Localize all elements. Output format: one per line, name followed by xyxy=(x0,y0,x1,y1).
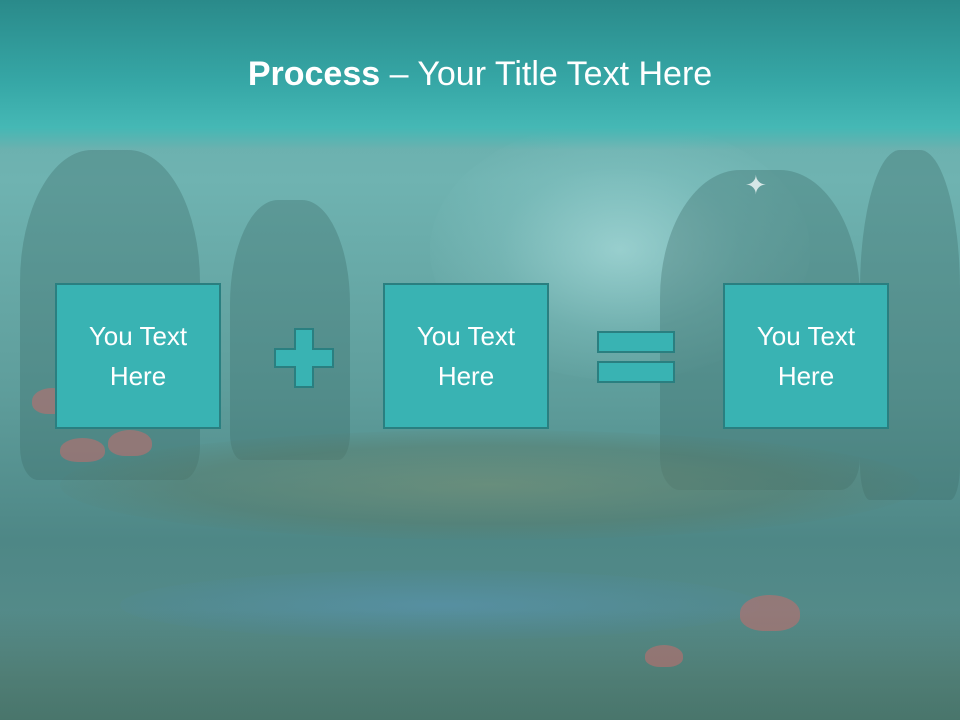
fallen-log xyxy=(60,430,920,540)
box-text-line1: You Text xyxy=(88,321,188,351)
equals-icon xyxy=(597,331,675,383)
process-box-2[interactable]: You Text Here xyxy=(383,283,549,429)
butterfly-icon: ✦ xyxy=(745,170,767,200)
mushroom xyxy=(645,645,683,667)
mushroom xyxy=(108,430,152,456)
box-text-line1: You Text xyxy=(756,321,856,351)
box-text-line2: Here xyxy=(437,361,495,391)
mushroom xyxy=(60,438,105,462)
slide-title: Process – Your Title Text Here xyxy=(0,52,960,96)
title-bar xyxy=(0,0,960,150)
process-box-1[interactable]: You Text Here xyxy=(55,283,221,429)
box-text-line2: Here xyxy=(109,361,167,391)
title-rest-text: – Your Title Text Here xyxy=(380,55,713,93)
box-text-line2: Here xyxy=(777,361,835,391)
title-bold-text: Process xyxy=(247,55,381,93)
grass xyxy=(0,610,960,720)
tree-silhouette xyxy=(230,200,350,460)
box-text-line1: You Text xyxy=(416,321,516,351)
mushroom xyxy=(740,595,800,631)
plus-icon xyxy=(274,328,334,388)
process-box-3[interactable]: You Text Here xyxy=(723,283,889,429)
